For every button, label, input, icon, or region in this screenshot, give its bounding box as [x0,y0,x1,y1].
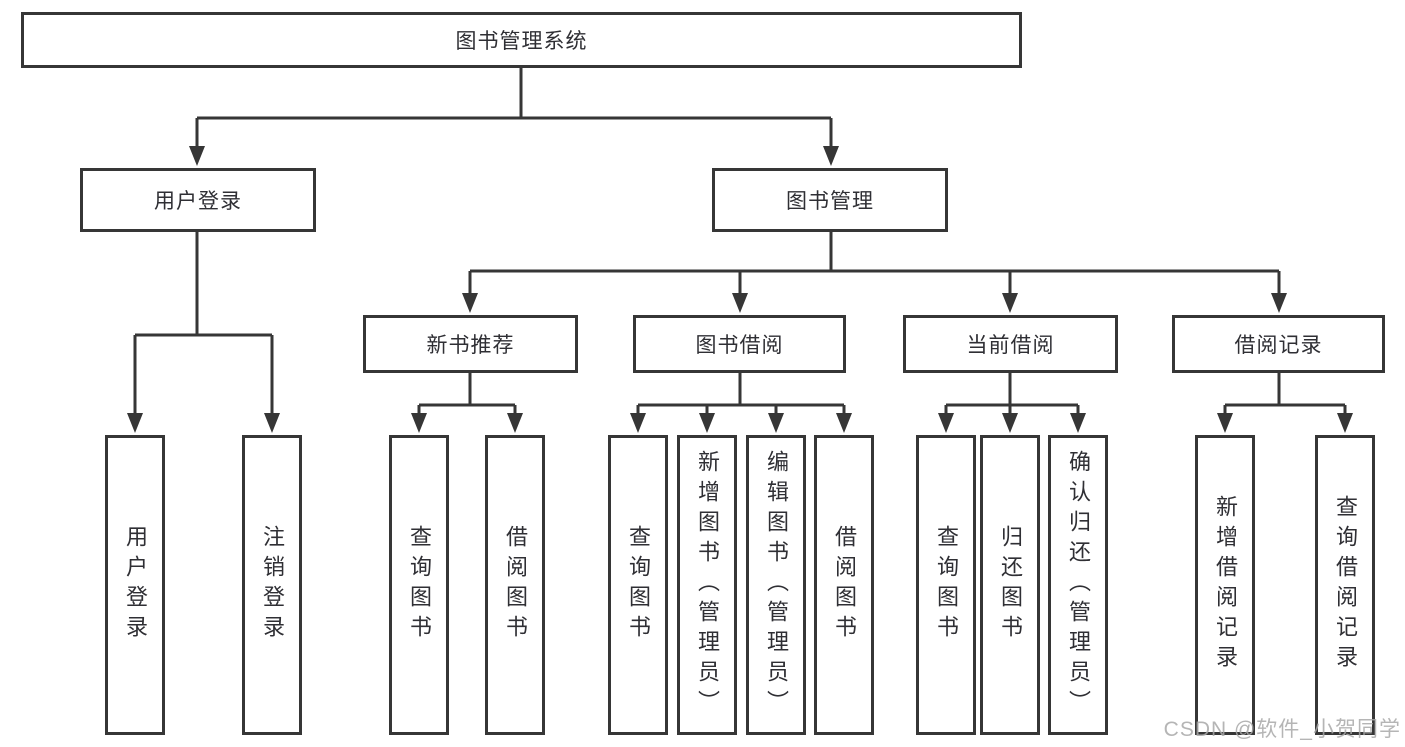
node-book-management-system: 图书管理系统 [21,12,1022,68]
arrow-down-icon [411,413,427,433]
arrow-down-icon [462,293,478,313]
arrow-down-icon [189,146,205,166]
arrow-down-icon [630,413,646,433]
arrow-down-icon [823,146,839,166]
node-book-borrowing: 图书借阅 [633,315,846,373]
node-book-management: 图书管理 [712,168,948,232]
arrow-down-icon [1002,413,1018,433]
node-new-book-recommendation: 新书推荐 [363,315,578,373]
arrow-down-icon [732,293,748,313]
leaf-edit-books-admin: 编辑图书（管理员） [746,435,806,735]
arrow-down-icon [1337,413,1353,433]
node-user-login: 用户登录 [80,168,316,232]
arrow-down-icon [699,413,715,433]
arrow-down-icon [1002,293,1018,313]
leaf-add-books-admin: 新增图书（管理员） [677,435,737,735]
leaf-confirm-return-admin: 确认归还（管理员） [1048,435,1108,735]
arrow-down-icon [938,413,954,433]
watermark: CSDN @软件_小贺同学 [1163,718,1401,741]
arrow-down-icon [127,413,143,433]
leaf-query-books-current: 查询图书 [916,435,976,735]
leaf-query-books-borrowing: 查询图书 [608,435,668,735]
leaf-logout: 注销登录 [242,435,302,735]
node-borrowing-records: 借阅记录 [1172,315,1385,373]
leaf-user-login: 用户登录 [105,435,165,735]
arrow-down-icon [836,413,852,433]
arrow-down-icon [507,413,523,433]
leaf-return-books: 归还图书 [980,435,1040,735]
arrow-down-icon [1217,413,1233,433]
node-current-borrowing: 当前借阅 [903,315,1118,373]
arrow-down-icon [264,413,280,433]
leaf-query-borrow-record: 查询借阅记录 [1315,435,1375,735]
arrow-down-icon [768,413,784,433]
leaf-query-books-recommend: 查询图书 [389,435,449,735]
arrow-down-icon [1070,413,1086,433]
leaf-add-borrow-record: 新增借阅记录 [1195,435,1255,735]
leaf-borrow-books-recommend: 借阅图书 [485,435,545,735]
arrow-down-icon [1271,293,1287,313]
leaf-borrow-books: 借阅图书 [814,435,874,735]
